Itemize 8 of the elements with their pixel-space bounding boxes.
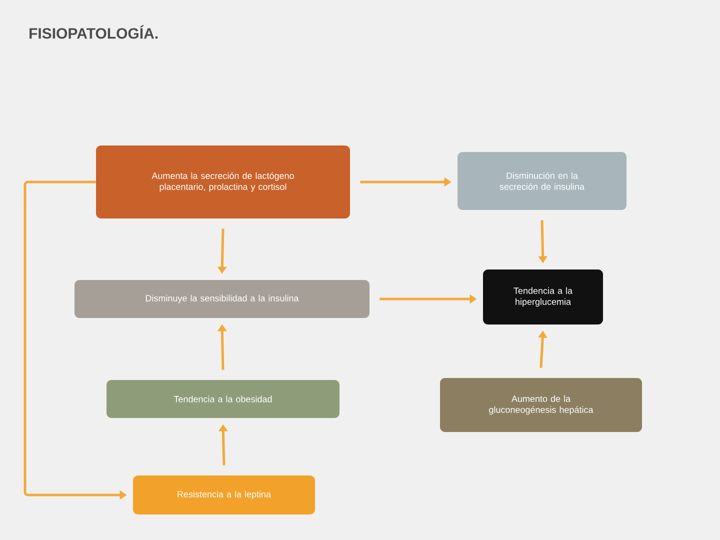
process-box: Tendencia a la obesidad bbox=[106, 380, 340, 418]
process-box: Disminución en la secreción de insulina bbox=[458, 152, 626, 210]
process-box: Tendencia a la hiperglucemia bbox=[483, 270, 603, 324]
process-box: Resistencia a la leptina bbox=[133, 476, 315, 514]
title: FISIOPATOLOGÍA. bbox=[30, 25, 158, 39]
process-box: Aumenta la secreción de lactógeno placentario, prolactina y cortisol bbox=[96, 146, 350, 218]
process-box: Aumento de la gluconeogénesis hepática bbox=[440, 378, 642, 432]
process-box: Disminuye la sensibilidad a la insulina bbox=[74, 280, 370, 318]
